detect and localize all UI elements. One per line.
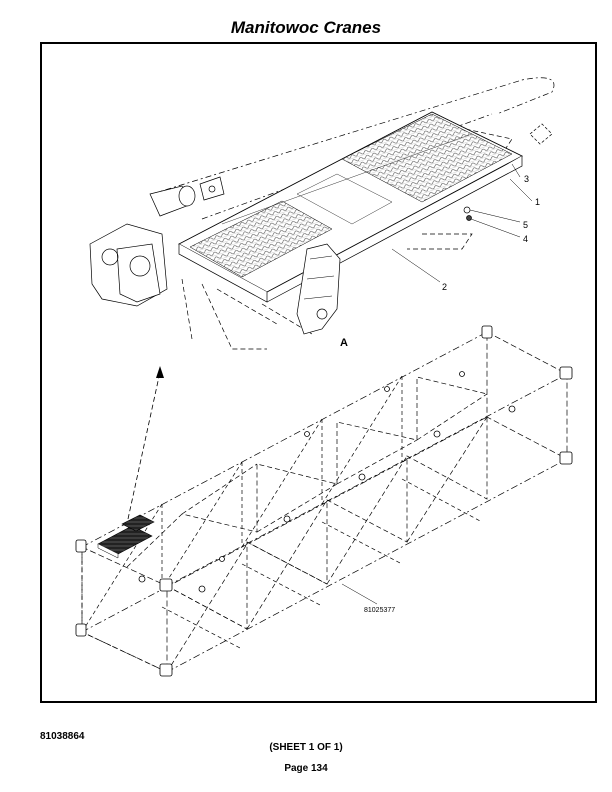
part-number-label: 81025377 (364, 607, 395, 614)
detail-arrow (127, 366, 164, 520)
page-number: Page 134 (284, 763, 328, 774)
callout-2: 2 (442, 282, 447, 292)
drawing-number: 81038864 (40, 731, 85, 742)
callout-4: 4 (523, 234, 528, 244)
parts-illustration: 3 1 5 4 2 A (75, 77, 573, 677)
walkway-detail (89, 77, 555, 350)
drawing-frame: 3 1 5 4 2 A (40, 42, 597, 703)
callout-1: 1 (535, 197, 540, 207)
view-label-a: A (340, 337, 348, 349)
callout-5: 5 (523, 220, 528, 230)
callout-3: 3 (524, 174, 529, 184)
sheet-indicator: (SHEET 1 OF 1) (269, 742, 343, 753)
boom-section (75, 325, 573, 677)
page-title: Manitowoc Cranes (230, 18, 382, 37)
